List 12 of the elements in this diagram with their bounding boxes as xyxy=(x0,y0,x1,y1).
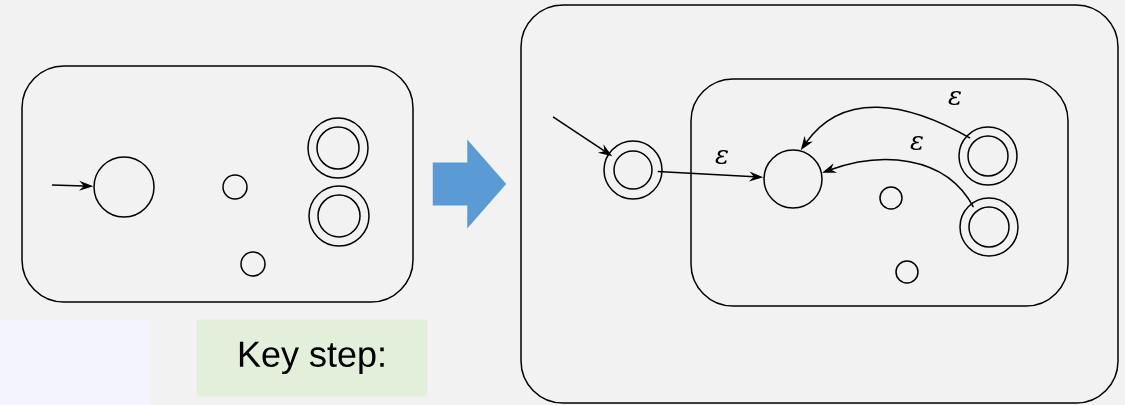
accept-state-circle xyxy=(959,197,1019,257)
state-circle xyxy=(93,156,155,218)
state-circle xyxy=(879,186,903,210)
text-box: Key step: xyxy=(197,319,427,397)
accept-state-circle xyxy=(603,140,663,200)
accept-state-circle xyxy=(307,117,369,179)
state-circle xyxy=(222,174,248,200)
accept-state-circle xyxy=(308,185,370,247)
state-circle xyxy=(763,149,823,209)
accept-state-circle xyxy=(958,126,1018,186)
state-circle xyxy=(240,251,266,277)
state-circle xyxy=(895,260,919,284)
